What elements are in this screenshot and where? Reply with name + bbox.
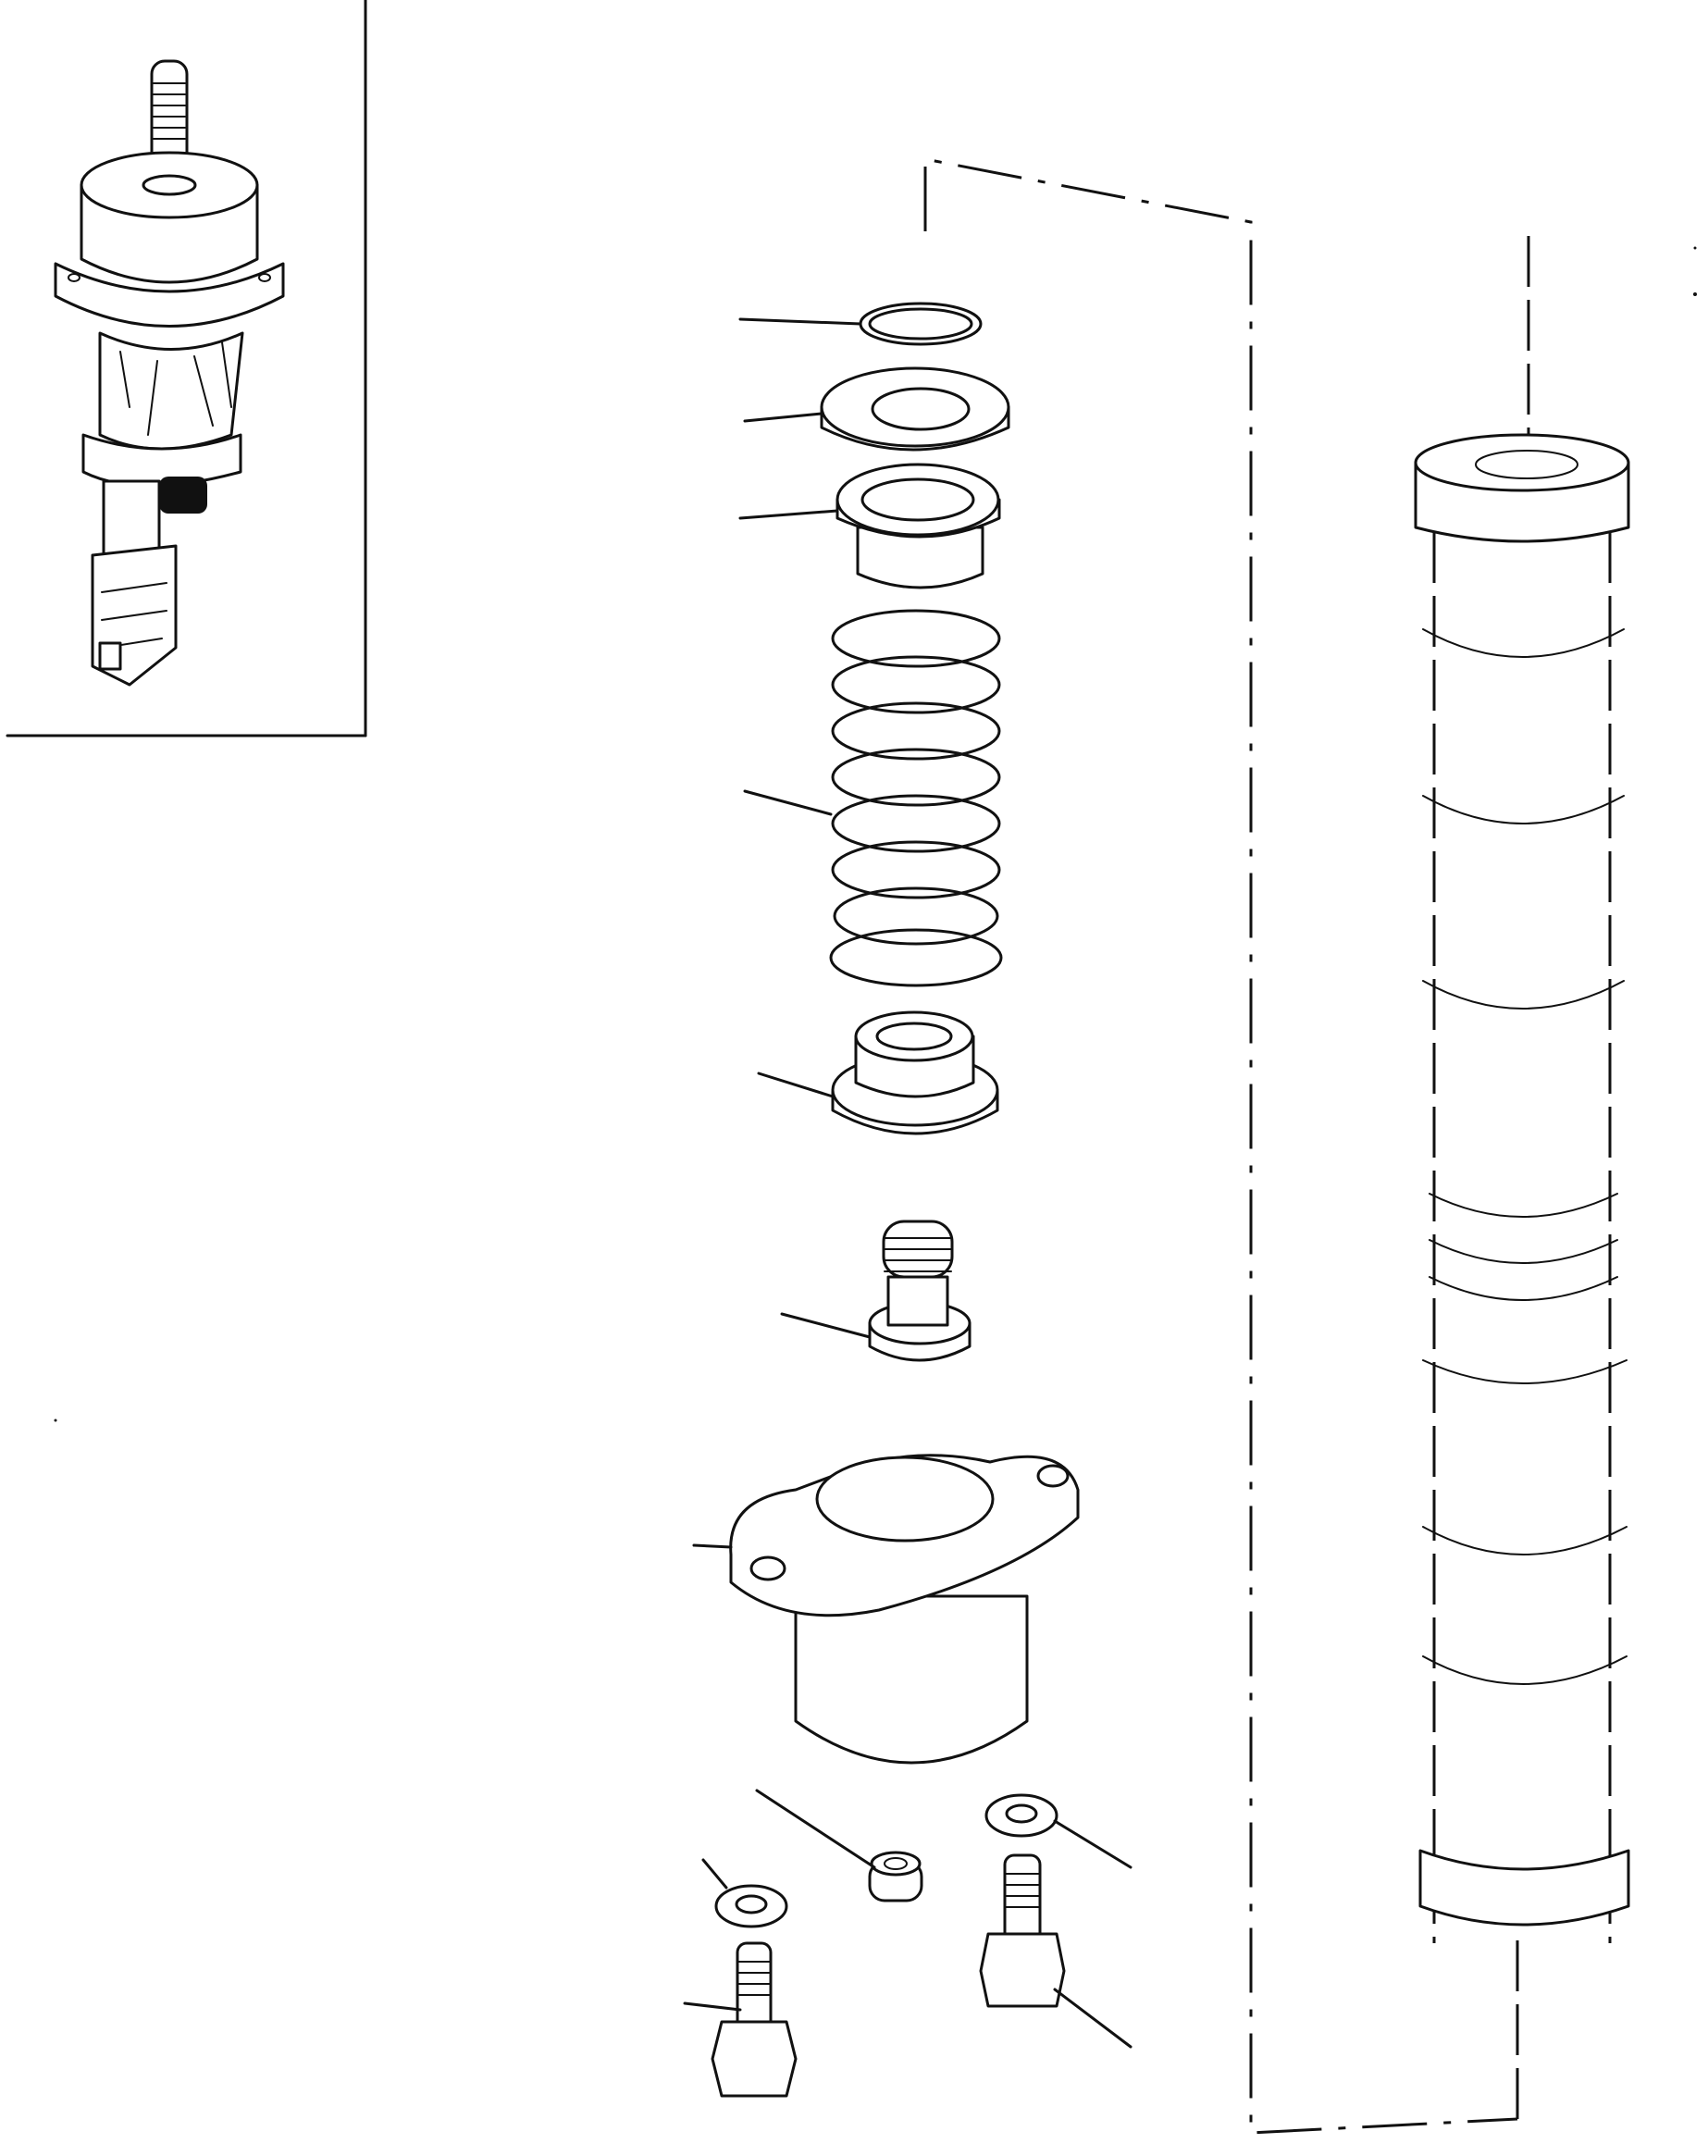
- washer-plate-part: [820, 366, 1010, 452]
- leader-coil-spring: [743, 789, 833, 816]
- inset-assembly-illustration: [54, 59, 285, 687]
- leader-washer-right: [1053, 1819, 1132, 1869]
- leader-spring-seat-lower: [757, 1072, 835, 1098]
- spring-seat-upper-part: [835, 463, 1001, 589]
- threaded-stem-part: [868, 1220, 972, 1362]
- leader-washer-plate: [743, 412, 823, 423]
- leader-spring-seat-upper: [738, 509, 839, 520]
- washer-right-part: [984, 1793, 1058, 1838]
- shaft-assembly-phantom: [1414, 433, 1630, 1943]
- leader-o-ring: [738, 317, 862, 326]
- leader-bolt-right: [1053, 1988, 1132, 2049]
- bushing-part: [868, 1851, 923, 1902]
- leader-washer-left: [701, 1858, 728, 1890]
- leader-threaded-stem: [780, 1312, 872, 1339]
- spring-seat-lower-part: [831, 1010, 999, 1135]
- coil-spring-part: [829, 609, 1003, 987]
- bolt-right-part: [979, 1853, 1066, 2008]
- flange-housing-part: [729, 1454, 1080, 1765]
- leader-bolt-left: [683, 2001, 742, 2012]
- bolt-left-part: [711, 1941, 798, 2098]
- leader-bushing: [755, 1789, 876, 1869]
- o-ring-part: [859, 302, 983, 346]
- leader-flange-housing: [692, 1543, 733, 1549]
- scan-specks: [54, 246, 1697, 1422]
- inset-frame: [6, 0, 367, 737]
- washer-left-part: [714, 1884, 788, 1928]
- callout-leaders: [683, 317, 1132, 2049]
